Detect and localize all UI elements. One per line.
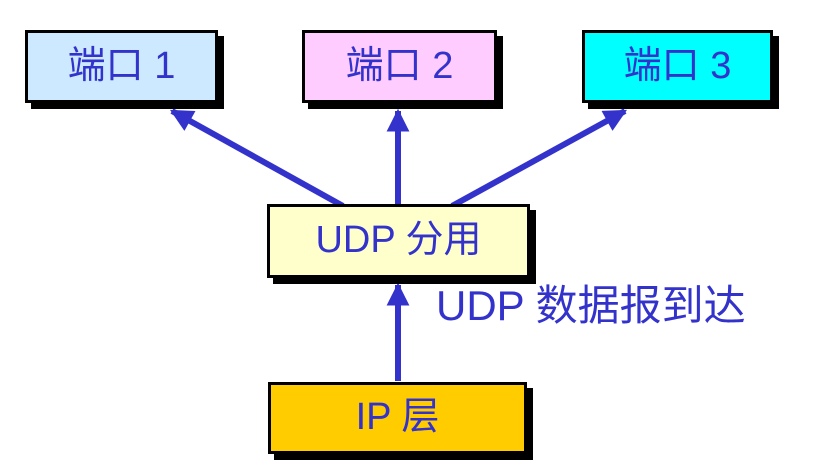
box-port-1-label: 端口 1: [67, 44, 176, 87]
arrow-udp-to-port3: [450, 108, 627, 209]
box-ip-layer-label: IP 层: [355, 396, 440, 438]
udp-datagram-arrival-label: UDP 数据报到达: [436, 282, 746, 329]
box-udp-demux-label: UDP 分用: [315, 219, 482, 261]
box-port-2: 端口 2: [302, 30, 497, 103]
box-udp-demux: UDP 分用: [267, 204, 530, 278]
box-port-3-label: 端口 3: [623, 44, 732, 87]
arrow-udp-to-port1: [170, 108, 345, 209]
box-port-1: 端口 1: [25, 30, 218, 103]
box-port-2-label: 端口 2: [345, 44, 454, 87]
box-port-3: 端口 3: [582, 30, 773, 103]
box-ip-layer: IP 层: [268, 382, 527, 454]
